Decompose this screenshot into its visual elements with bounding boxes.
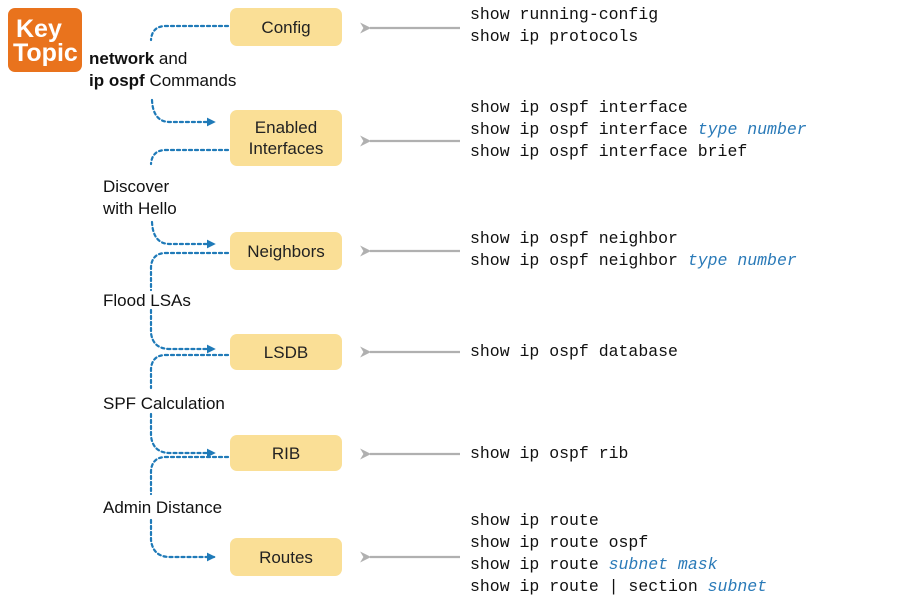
commands-config: show running-config show ip protocols (470, 4, 658, 48)
flow-arrow-neighbors-to-lsdb (149, 251, 230, 349)
command-line: show ip ospf database (470, 341, 678, 363)
stage-lsdb: LSDB (230, 334, 342, 370)
command-parameter: subnet (707, 577, 768, 596)
transition-line1: Discover (103, 177, 170, 196)
command-line: show ip protocols (470, 26, 658, 48)
command-text: show ip route (470, 555, 609, 574)
stage-label: Config (261, 17, 311, 37)
command-text: show ip route ospf (470, 533, 649, 552)
stage-label: Routes (259, 547, 313, 567)
stage-routes: Routes (230, 538, 342, 576)
command-line: show ip ospf interface brief (470, 141, 807, 163)
command-text: show ip ospf interface (470, 98, 688, 117)
command-parameter: type number (697, 120, 807, 139)
transition-line2: with Hello (103, 199, 177, 218)
command-line: show ip route ospf (470, 532, 767, 554)
flow-arrow-rib-to-routes (149, 455, 230, 557)
command-line: show ip ospf interface type number (470, 119, 807, 141)
command-text: show ip ospf interface brief (470, 142, 748, 161)
command-text: show ip ospf neighbor (470, 229, 678, 248)
transition-spf-calculation: SPF Calculation (103, 394, 225, 413)
stage-label-line2: Interfaces (248, 139, 324, 158)
command-line: show ip ospf interface (470, 97, 807, 119)
keyword-ip-ospf: ip ospf (89, 71, 145, 90)
key-topic-badge: Key Topic (8, 8, 82, 72)
command-text: show ip route (470, 511, 599, 530)
transition-admin-distance: Admin Distance (103, 498, 223, 517)
command-line: show running-config (470, 4, 658, 26)
stage-neighbors: Neighbors (230, 232, 342, 270)
command-text: show ip ospf database (470, 342, 678, 361)
keyword-network: network (89, 49, 155, 68)
transition-discover-hello: Discover with Hello (103, 176, 177, 220)
stage-enabled-interfaces: Enabled Interfaces (230, 110, 342, 166)
commands-routes: show ip route show ip route ospf show ip… (470, 510, 767, 598)
stage-rib: RIB (230, 435, 342, 471)
command-text: show running-config (470, 5, 659, 24)
stage-label: RIB (271, 443, 301, 463)
command-parameter: type number (687, 251, 797, 270)
stage-label-line1: Enabled (254, 118, 318, 137)
stage-config: Config (230, 8, 342, 46)
command-line: show ip ospf neighbor type number (470, 250, 797, 272)
command-parameter: subnet mask (608, 555, 718, 574)
stage-label: LSDB (263, 342, 309, 362)
commands-neighbors: show ip ospf neighbor show ip ospf neigh… (470, 228, 797, 272)
command-line: show ip route | section subnet (470, 576, 767, 598)
stage-label: Neighbors (247, 241, 325, 261)
command-text: show ip protocols (470, 27, 639, 46)
command-line: show ip ospf rib (470, 443, 628, 465)
badge-line1: Key (16, 15, 62, 43)
transition-flood-lsas: Flood LSAs (103, 291, 191, 310)
flow-arrow-interfaces-to-neighbors (149, 148, 230, 244)
flow-arrow-config-to-interfaces (149, 24, 230, 122)
command-text: show ip route | section (470, 577, 708, 596)
command-text: show ip ospf rib (470, 444, 629, 463)
transition-text: and (154, 49, 188, 68)
flow-arrow-lsdb-to-rib (149, 353, 230, 453)
command-text: show ip ospf interface (470, 120, 698, 139)
commands-interfaces: show ip ospf interface show ip ospf inte… (470, 97, 807, 163)
transition-config-commands: network and ip ospf Commands (89, 48, 236, 92)
command-line: show ip route subnet mask (470, 554, 767, 576)
command-line: show ip ospf neighbor (470, 228, 797, 250)
commands-lsdb: show ip ospf database (470, 341, 678, 363)
command-line: show ip route (470, 510, 767, 532)
transition-text: Commands (144, 71, 237, 90)
badge-line2: Topic (13, 39, 78, 67)
commands-rib: show ip ospf rib (470, 443, 628, 465)
command-text: show ip ospf neighbor (470, 251, 688, 270)
